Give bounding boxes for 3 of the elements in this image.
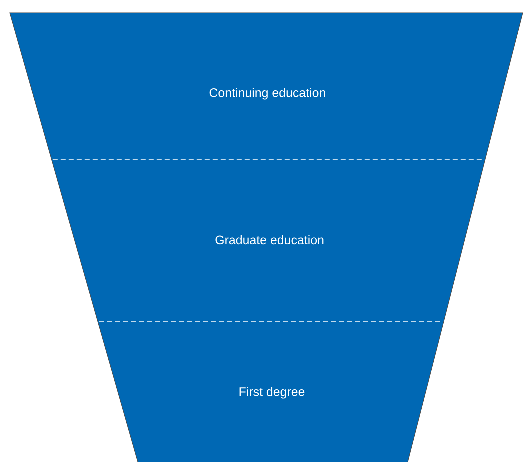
funnel-band: Graduate education [52, 160, 486, 322]
funnel-band: First degree [98, 322, 444, 462]
funnel-band: Continuing education [10, 12, 523, 160]
